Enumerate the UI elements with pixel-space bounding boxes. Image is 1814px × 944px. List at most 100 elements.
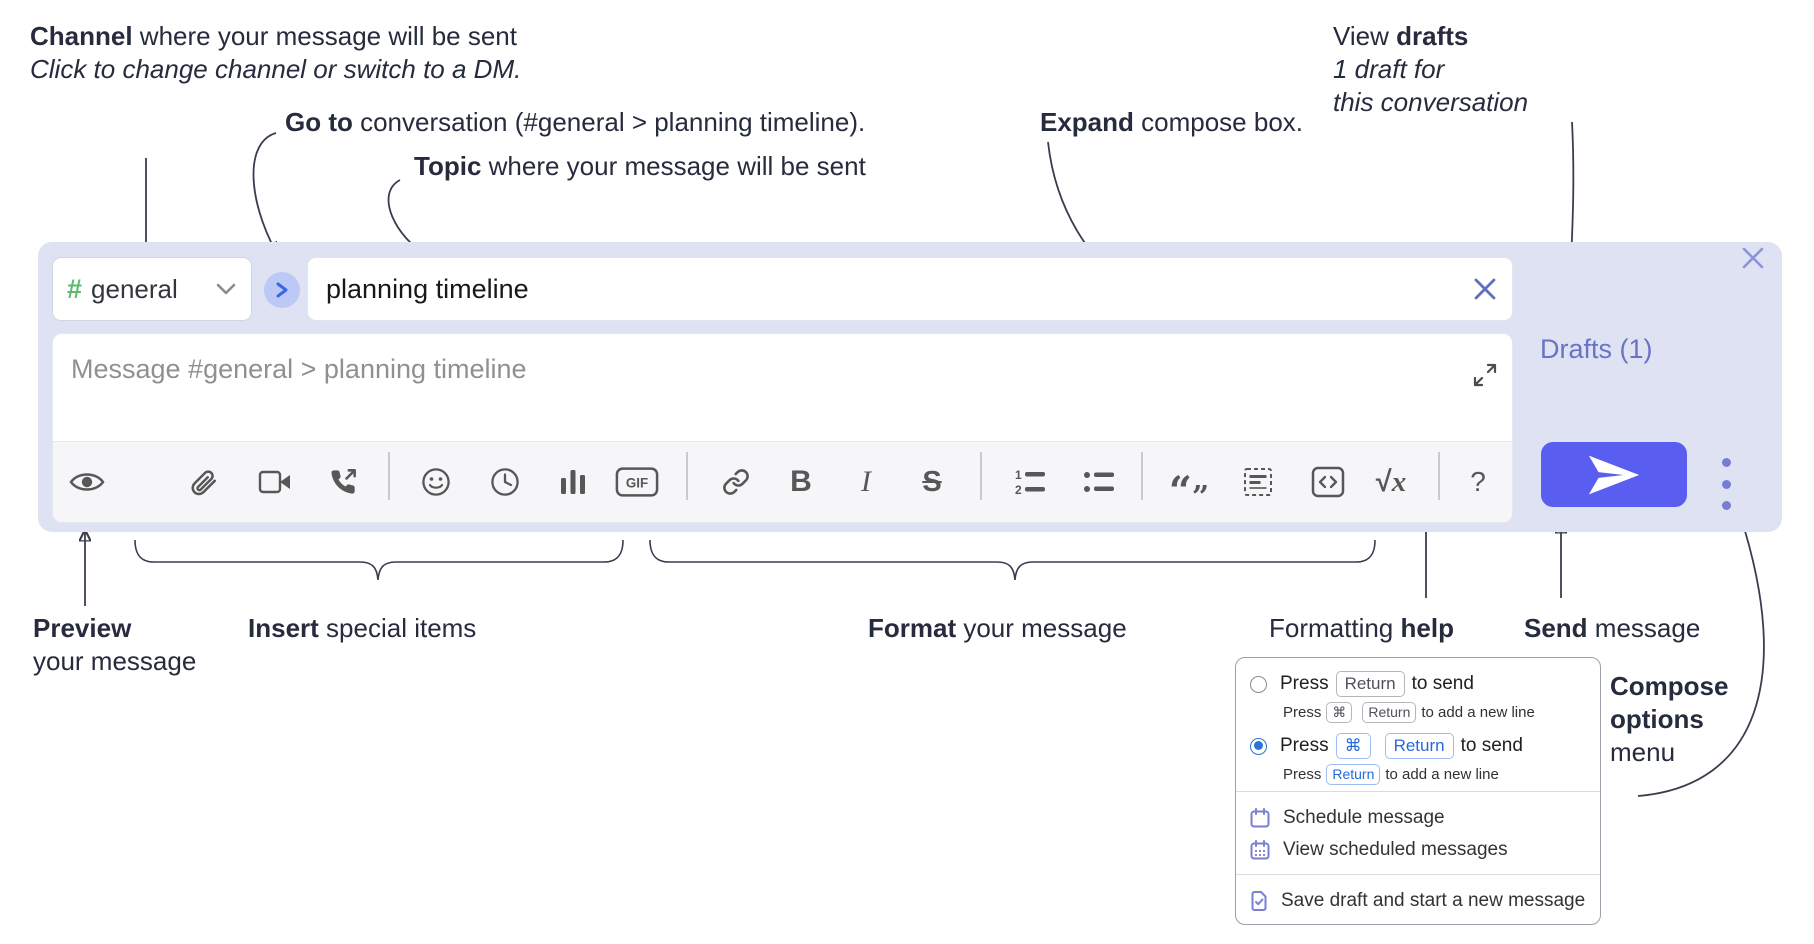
close-compose-icon[interactable]: [1738, 243, 1768, 273]
toolbar-divider: [1438, 452, 1440, 500]
preview-message-button[interactable]: [65, 460, 109, 504]
clear-topic-button[interactable]: [1458, 276, 1512, 302]
send-icon: [1588, 455, 1640, 494]
svg-text:2: 2: [1015, 483, 1022, 496]
eye-icon: [69, 473, 105, 491]
code-button[interactable]: [1306, 460, 1350, 504]
calendar-grid-icon: [1250, 840, 1270, 860]
message-box: GIF B I S: [52, 333, 1513, 523]
emoji-button[interactable]: [414, 460, 458, 504]
voice-call-button[interactable]: [321, 460, 365, 504]
message-input[interactable]: [53, 334, 1512, 442]
bar-chart-icon: [561, 470, 585, 494]
topic-input-box: [307, 257, 1513, 321]
formatting-help-annotation: Formatting help: [1269, 613, 1454, 643]
kbd-return: Return: [1362, 702, 1417, 723]
menu-item-view-scheduled[interactable]: View scheduled messages: [1236, 834, 1600, 866]
numbered-list-button[interactable]: 1 2: [1008, 460, 1052, 504]
phone-outgoing-icon: [331, 469, 356, 494]
video-camera-icon: [258, 470, 290, 494]
add-poll-button[interactable]: [551, 460, 595, 504]
math-icon: √: [1375, 465, 1392, 498]
kbd-cmd: ⌘: [1335, 733, 1371, 759]
toolbar-divider: [980, 452, 982, 500]
link-icon: [723, 469, 749, 495]
clock-icon: [491, 468, 519, 496]
quote-button[interactable]: “ ”: [1168, 468, 1210, 515]
formatting-help-button[interactable]: ?: [1456, 460, 1500, 504]
dot: [1721, 458, 1731, 467]
channel-hash-icon: #: [67, 273, 83, 304]
expand-annotation: Expand compose box.: [1040, 107, 1304, 137]
calendar-icon: [1250, 808, 1270, 828]
svg-text:1: 1: [1015, 468, 1022, 482]
insert-annotation: Insert special items: [248, 613, 477, 643]
paperclip-icon: [191, 470, 217, 496]
brace-insert: [134, 539, 624, 581]
channel-annotation: Channel where your message will be sent …: [30, 21, 522, 84]
menu-option-enter-sends[interactable]: Press Return to send: [1236, 671, 1600, 697]
compose-options-button[interactable]: [1712, 458, 1740, 510]
drafts-annotation: View drafts 1 draft for this conversatio…: [1333, 21, 1529, 117]
video-call-button[interactable]: [253, 460, 297, 504]
math-button[interactable]: √x: [1375, 465, 1407, 498]
toolbar-divider: [1141, 452, 1143, 500]
goto-conversation-button[interactable]: [264, 272, 300, 308]
strikethrough-button[interactable]: S: [910, 460, 954, 504]
toolbar-divider: [388, 452, 390, 500]
arrow-goto: [252, 132, 276, 252]
global-time-button[interactable]: [483, 460, 527, 504]
kbd-return: Return: [1384, 733, 1454, 759]
menu-item-schedule-message[interactable]: Schedule message: [1236, 802, 1600, 834]
menu-divider: [1236, 874, 1600, 875]
kbd-cmd: ⌘: [1326, 702, 1353, 723]
bulleted-list-button[interactable]: [1077, 460, 1121, 504]
goto-annotation: Go to conversation (#general > planning …: [285, 107, 866, 137]
question-mark-icon: ?: [1470, 466, 1486, 497]
numbered-list-icon: 1 2: [1015, 468, 1045, 496]
close-icon: [1474, 278, 1496, 300]
draft-check-icon: [1250, 891, 1268, 911]
menu-divider: [1236, 791, 1600, 792]
code-icon: [1311, 466, 1345, 498]
bold-button[interactable]: B: [779, 460, 823, 504]
menu-option-enter-sends-sub: Press ⌘ Return to add a new line: [1283, 702, 1535, 723]
strikethrough-icon: S: [922, 465, 942, 498]
italic-button[interactable]: I: [844, 460, 888, 504]
attach-file-button[interactable]: [181, 460, 225, 504]
format-annotation: Format your message: [868, 613, 1127, 643]
bulleted-list-icon: [1084, 472, 1114, 492]
dot: [1721, 479, 1731, 489]
menu-option-cmd-enter-sends-sub: Press Return to add a new line: [1283, 764, 1499, 785]
chevron-right-icon: [276, 282, 288, 298]
brace-format: [649, 539, 1376, 581]
toolbar-divider: [686, 452, 688, 500]
drafts-link[interactable]: Drafts (1): [1540, 334, 1653, 364]
add-gif-button[interactable]: GIF: [615, 460, 659, 504]
compose-options-annotation: Compose options menu: [1610, 671, 1729, 767]
send-button[interactable]: [1541, 442, 1687, 507]
compose-toolbar: GIF B I S: [53, 441, 1512, 522]
link-button[interactable]: [714, 460, 758, 504]
compose-options-menu: Press Return to send Press ⌘ Return to a…: [1235, 657, 1601, 925]
preview-annotation: Preview your message: [33, 613, 197, 676]
spoiler-icon: [1244, 468, 1272, 496]
kbd-return: Return: [1335, 671, 1405, 697]
radio-unselected-icon[interactable]: [1250, 675, 1267, 693]
topic-annotation: Topic where your message will be sent: [414, 151, 866, 181]
topic-input[interactable]: [308, 273, 1458, 305]
quote-icon: “: [1168, 468, 1192, 515]
italic-icon: I: [861, 465, 871, 498]
smiley-icon: [422, 468, 450, 496]
menu-item-save-draft[interactable]: Save draft and start a new message: [1236, 885, 1600, 914]
channel-selector[interactable]: # general: [52, 257, 252, 321]
chevron-down-icon: [216, 283, 236, 295]
radio-selected-icon[interactable]: [1250, 737, 1267, 755]
bold-icon: B: [790, 465, 812, 498]
spoiler-button[interactable]: [1236, 460, 1280, 504]
menu-option-cmd-enter-sends[interactable]: Press ⌘ Return to send: [1236, 733, 1600, 759]
dot: [1721, 501, 1731, 510]
kbd-return: Return: [1326, 764, 1381, 785]
expand-compose-icon[interactable]: [1472, 362, 1498, 388]
